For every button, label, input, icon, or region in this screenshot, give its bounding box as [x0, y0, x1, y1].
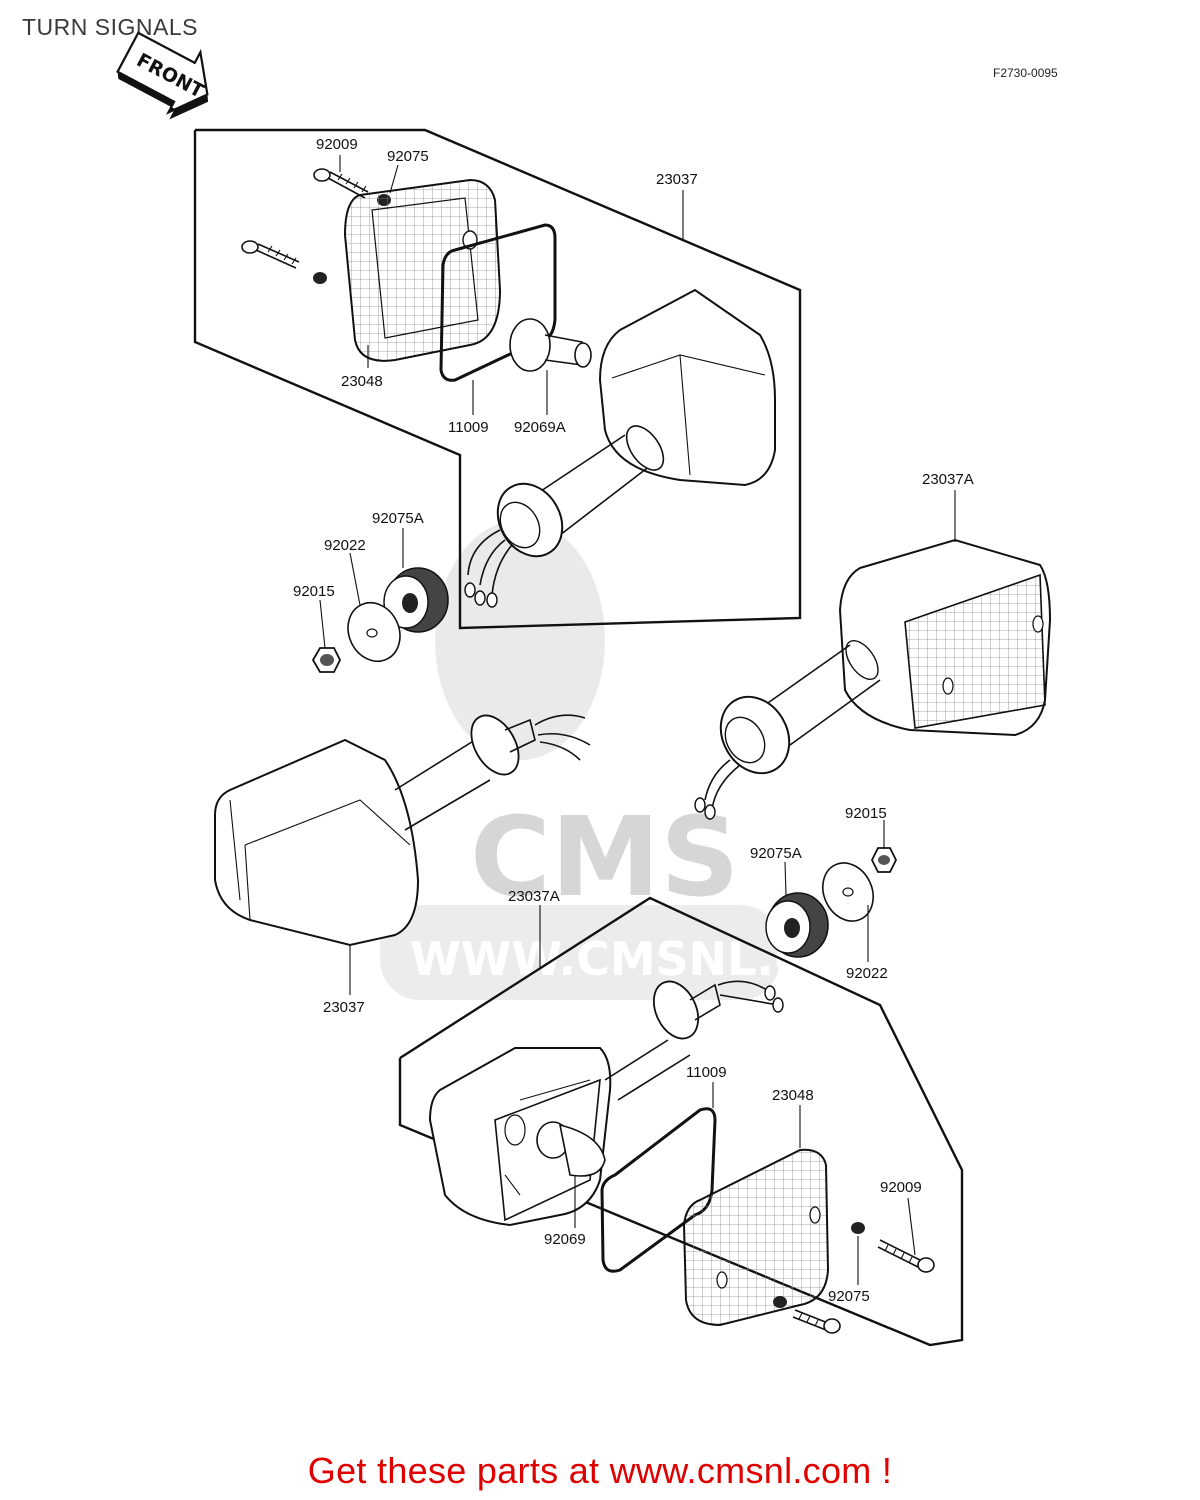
label-92009-bottom: 92009 — [880, 1179, 922, 1196]
label-92022-right: 92022 — [846, 965, 888, 982]
screw-92009-top-2 — [241, 240, 300, 269]
housing-23037A-right — [694, 538, 1052, 820]
label-92075-top: 92075 — [387, 148, 429, 165]
label-92015-left: 92015 — [293, 583, 335, 600]
label-92069A: 92069A — [514, 419, 566, 436]
screw-92009-top — [313, 168, 369, 199]
label-92022-left: 92022 — [324, 537, 366, 554]
parts-diagram: CMS WWW.CMSNL.CO FRONT — [116, 31, 1052, 1347]
label-23048-top: 23048 — [341, 373, 383, 390]
label-92009-top: 92009 — [316, 136, 358, 153]
label-11009-bottom: 11009 — [686, 1064, 727, 1081]
promo-link-text[interactable]: Get these parts at www.cmsnl.com ! — [307, 1450, 893, 1491]
housing-23037-top — [464, 288, 776, 608]
leader-lines — [319, 155, 956, 1285]
nut-92015-right — [870, 847, 898, 873]
label-23037-top: 23037 — [656, 171, 698, 188]
lens-23048-top — [343, 178, 502, 362]
lens-23048-bottom — [682, 1148, 830, 1327]
watermark-brand: CMS — [470, 793, 739, 921]
bulb-92069 — [536, 1121, 606, 1177]
front-arrow: FRONT — [116, 31, 209, 120]
label-92069: 92069 — [544, 1231, 586, 1248]
label-92015-right: 92015 — [845, 805, 887, 822]
label-23037-bottom: 23037 — [323, 999, 365, 1016]
grommet-92075A-right — [765, 892, 829, 958]
label-23048-bottom: 23048 — [772, 1087, 814, 1104]
drawing-code: F2730-0095 — [993, 66, 1058, 80]
washer-92022-right — [822, 862, 874, 922]
top-assembly-outline — [193, 128, 802, 630]
cms-watermark: CMS WWW.CMSNL.CO — [380, 520, 847, 1000]
nut-92015-left — [311, 647, 342, 673]
housing-23037-left — [214, 714, 591, 947]
label-11009-top: 11009 — [448, 419, 489, 436]
label-92075A-right: 92075A — [750, 845, 802, 862]
washer-92022-left — [347, 602, 401, 662]
label-92075-bottom: 92075 — [828, 1288, 870, 1305]
part-labels: 92009 92075 23037 23048 11009 92069A 230… — [293, 136, 974, 1305]
page-title: TURN SIGNALS — [22, 14, 198, 40]
bulb-92069A — [509, 318, 592, 372]
label-92075A-left: 92075A — [372, 510, 424, 527]
label-23037A-bottom: 23037A — [508, 888, 560, 905]
screw-92009-bottom — [792, 1239, 935, 1334]
label-23037A-right: 23037A — [922, 471, 974, 488]
nut-92075-bottom — [773, 1222, 865, 1308]
grommet-92075A-left — [383, 567, 449, 633]
